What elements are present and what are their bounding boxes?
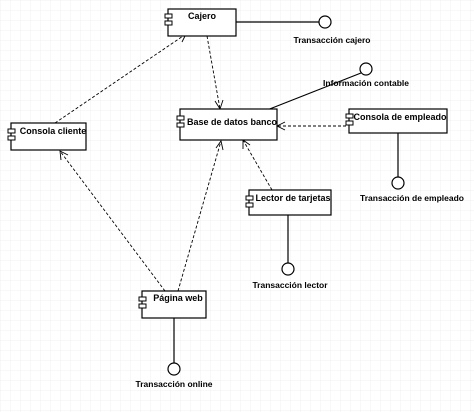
component-label: Página web bbox=[153, 293, 203, 303]
component-pagina-web[interactable]: Página web bbox=[138, 290, 207, 319]
component-lector-de-tarjetas[interactable]: Lector de tarjetas bbox=[245, 189, 332, 216]
interface-label-transaccion-lector: Transacción lector bbox=[252, 280, 328, 290]
interface-circle bbox=[281, 262, 295, 276]
component-label: Consola de empleado bbox=[353, 112, 447, 122]
component-consola-cliente[interactable]: Consola cliente bbox=[7, 122, 87, 151]
component-label: Lector de tarjetas bbox=[255, 193, 330, 203]
interface-transaccion-empleado bbox=[391, 133, 405, 190]
interface-transaccion-lector bbox=[281, 215, 295, 276]
dependency-arrows bbox=[54, 33, 346, 292]
interface-circle bbox=[318, 15, 332, 29]
interface-circle bbox=[391, 176, 405, 190]
interface-circle bbox=[359, 62, 373, 76]
interface-label-transaccion-online: Transacción online bbox=[136, 379, 213, 389]
interface-circle bbox=[167, 362, 181, 376]
interface-transaccion-cajero bbox=[236, 15, 332, 29]
component-base-de-datos-banco[interactable]: Base de datos banco bbox=[176, 108, 278, 141]
interface-label-transaccion-empleado: Transacción de empleado bbox=[360, 193, 464, 203]
interface-transaccion-online bbox=[167, 318, 181, 376]
interface-label-transaccion-cajero: Transacción cajero bbox=[293, 35, 370, 45]
component-label: Base de datos banco bbox=[187, 117, 278, 127]
interface-informacion-contable bbox=[261, 62, 373, 113]
component-label: Cajero bbox=[188, 11, 217, 21]
component-consola-de-empleado[interactable]: Consola de empleado bbox=[345, 108, 448, 134]
component-label: Consola cliente bbox=[20, 126, 87, 136]
component-cajero[interactable]: Cajero bbox=[164, 8, 237, 37]
interface-label-informacion-contable: Información contable bbox=[323, 78, 409, 88]
